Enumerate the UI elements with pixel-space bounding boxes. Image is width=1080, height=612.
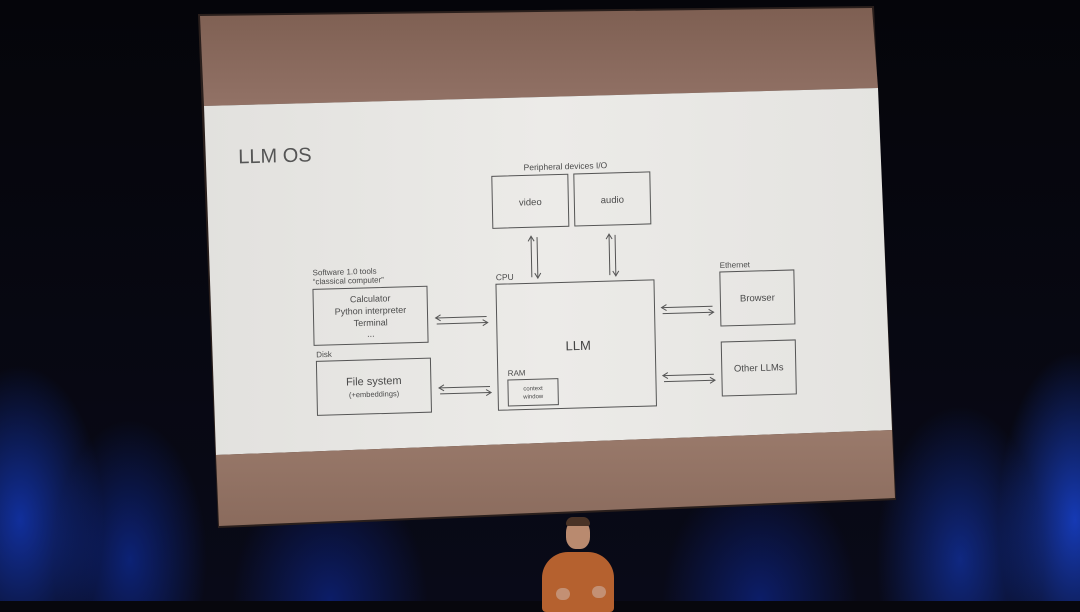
tools-calculator: Calculator — [350, 293, 391, 304]
tools-terminal: Terminal — [354, 317, 388, 328]
audio-box — [573, 171, 652, 227]
ethernet-label: Ethernet — [720, 260, 751, 270]
context-window-line2: window — [522, 394, 544, 401]
llm-label: LLM — [565, 338, 591, 354]
context-window-line1: context — [523, 386, 543, 393]
browser-label: Browser — [740, 292, 775, 304]
speaker-left-hand — [556, 588, 570, 600]
ram-label: RAM — [508, 368, 526, 378]
browser-box — [719, 269, 796, 327]
speaker-right-hand — [592, 586, 606, 598]
disk-label: Disk — [316, 350, 333, 359]
slide-bottom-band — [216, 430, 895, 526]
other-llms-box — [720, 339, 797, 397]
embeddings-label: (+embeddings) — [349, 389, 400, 399]
slide-top-band — [200, 8, 878, 106]
cpu-label: CPU — [496, 272, 514, 282]
filesystem-box — [315, 357, 432, 416]
peripheral-label: Peripheral devices I/O — [524, 160, 608, 172]
tools-box — [312, 285, 429, 346]
software-label-line2: “classical computer” — [313, 275, 385, 286]
llm-os-diagram: LLM OS Peripheral devices I/O video audi… — [238, 144, 797, 416]
tools-ellipsis: ... — [367, 329, 375, 339]
speaker-shirt — [542, 552, 614, 612]
other-llms-label: Other LLMs — [734, 362, 784, 374]
speaker-hair — [566, 517, 590, 526]
llm-box — [495, 279, 657, 411]
video-label: video — [519, 197, 542, 209]
slide-title: LLM OS — [238, 144, 312, 168]
slide-content-area — [204, 88, 892, 455]
peripheral-arrows — [527, 233, 620, 280]
video-box — [491, 173, 570, 229]
horizontal-arrows — [434, 304, 716, 397]
tools-python: Python interpreter — [335, 305, 407, 317]
filesystem-label: File system — [346, 375, 402, 389]
audio-label: audio — [601, 195, 624, 207]
context-window-box — [507, 378, 559, 407]
software-label-line1: Software 1.0 tools — [313, 267, 377, 278]
